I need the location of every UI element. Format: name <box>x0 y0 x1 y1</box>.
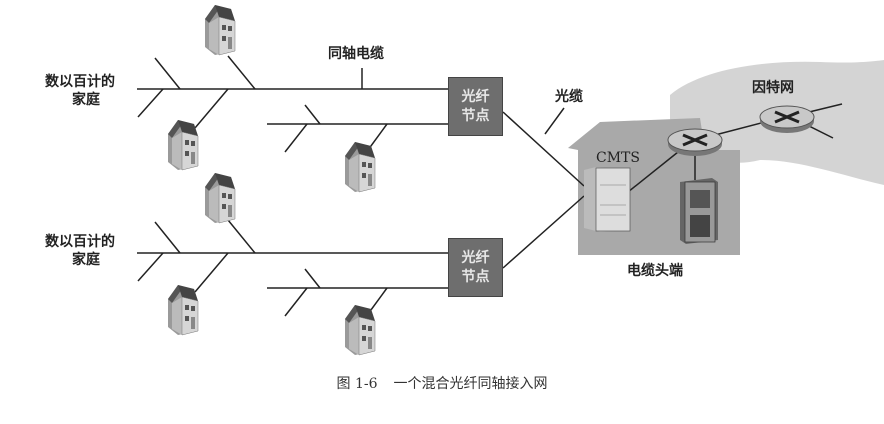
internet-label: 因特网 <box>752 80 794 96</box>
server-icon <box>680 178 718 244</box>
caption-title: 一个混合光纤同轴接入网 <box>393 376 548 392</box>
cmts-rack-icon <box>584 167 631 232</box>
router-icon <box>758 104 816 135</box>
house-icon <box>204 172 236 224</box>
caption-number: 图 1-6 <box>336 376 378 392</box>
figure-caption: 图 1-6 一个混合光纤同轴接入网 <box>0 373 884 393</box>
cable-lines <box>137 55 843 317</box>
cmts-label: CMTS <box>596 150 640 166</box>
coax-label: 同轴电缆 <box>328 46 384 62</box>
fiber-node-top: 光纤节点 <box>448 77 503 136</box>
fiber-node-bottom: 光纤节点 <box>448 238 503 297</box>
house-icon <box>167 119 199 171</box>
router-icon <box>666 127 724 158</box>
fiber-cable-label: 光缆 <box>555 89 583 105</box>
homes-label-top: 数以百计的家庭 <box>45 74 115 108</box>
house-icon <box>344 304 376 356</box>
house-icon <box>344 141 376 193</box>
homes-label-bottom: 数以百计的家庭 <box>45 234 115 268</box>
headend-label: 电缆头端 <box>627 263 683 279</box>
house-icon <box>167 284 199 336</box>
house-icon <box>204 4 236 56</box>
